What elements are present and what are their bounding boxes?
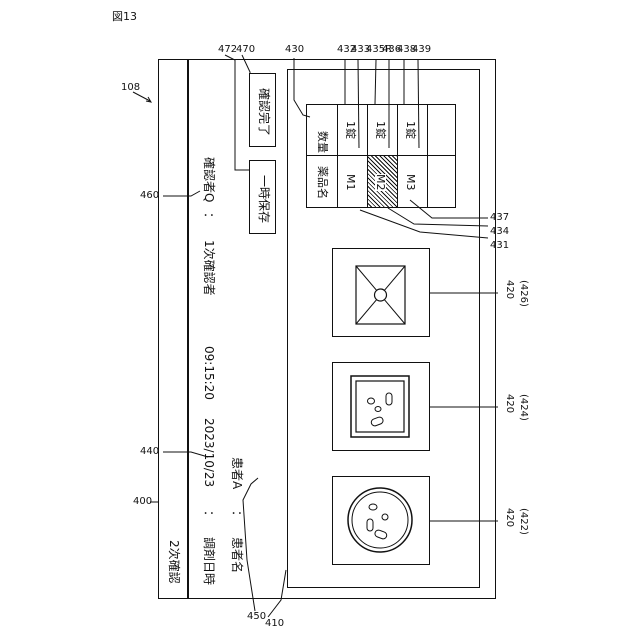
table-row-3-qty: 1錠 [405,121,416,139]
table-row-2-qty: 1錠 [375,121,386,139]
ref-470: 470 [236,44,255,55]
table-row-1-qty: 1錠 [345,121,356,139]
checker-label: 1次確認者 [203,240,215,296]
ref-472: 472 [218,44,237,55]
ref-400: 400 [133,496,152,507]
image-panel-424[interactable] [332,362,430,451]
ref-108: 108 [121,82,140,93]
image-panel-426[interactable] [332,248,430,337]
package-image [333,249,428,335]
ref-image-426: 420 (426) [500,280,540,310]
table-header-drug: 薬品名 [317,166,328,199]
field-patient-label: 患者名 [231,537,243,573]
table-row-1-drug[interactable]: M1 [345,174,356,191]
ref-450: 450 [247,611,266,622]
checker-value: 確認者Q [203,157,215,202]
ref-image-424: 420 (424) [500,394,540,424]
ref-440: 440 [140,446,159,457]
ref-439: 439 [412,44,431,55]
field-date-sep: ： [203,510,215,522]
table-header-qty: 数量 [317,131,328,153]
tray-image [333,363,428,449]
ref-410: 410 [265,618,284,629]
field-time-value: 09:15:20 [203,346,215,400]
table-row-2-drug[interactable]: M2 [375,174,386,191]
ref-430: 430 [285,44,304,55]
field-patient-sep: ： [231,510,243,522]
temp-save-button[interactable]: 一時保存 [249,160,276,234]
title-divider [187,59,189,599]
confirm-done-button[interactable]: 確認完了 [249,73,276,147]
field-patient-value: 患者A [231,457,243,489]
screen-title: 2次確認 [168,540,180,584]
ref-460: 460 [140,190,159,201]
field-date-label: 調剤日時 [203,537,215,585]
checker-sep: ： [203,212,215,224]
leader-108 [133,92,150,101]
ref-image-422: 420 (422) [500,508,540,538]
dish-image [333,477,428,563]
image-panel-422[interactable] [332,476,430,565]
table-row-3-drug[interactable]: M3 [405,174,416,191]
field-date-value: 2023/10/23 [203,418,215,487]
